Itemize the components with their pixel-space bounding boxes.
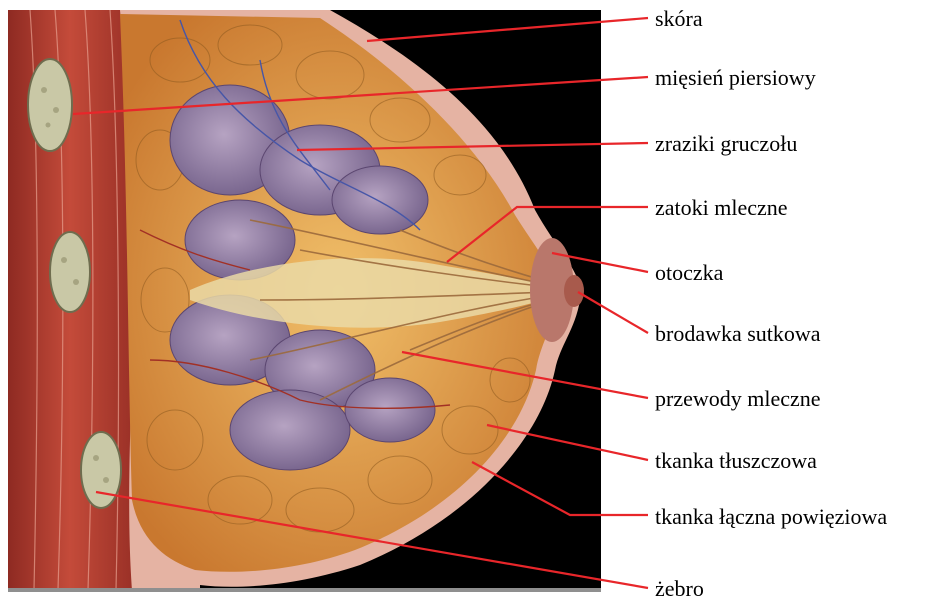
label-otoczka: otoczka <box>655 262 723 284</box>
label-zatoki-mleczne: zatoki mleczne <box>655 197 788 219</box>
label-skora: skóra <box>655 8 703 30</box>
label-zraziki-gruczolu: zraziki gruczołu <box>655 133 797 155</box>
label-zebro: żebro <box>655 578 704 600</box>
label-tkanka-tluszczowa: tkanka tłuszczowa <box>655 450 817 472</box>
label-tkanka-laczna-powieziowa: tkanka łączna powięziowa <box>655 506 887 528</box>
label-przewody-mleczne: przewody mleczne <box>655 388 821 410</box>
label-miesien-piersiowy: mięsień piersiowy <box>655 67 816 89</box>
label-brodawka-sutkowa: brodawka sutkowa <box>655 323 821 345</box>
